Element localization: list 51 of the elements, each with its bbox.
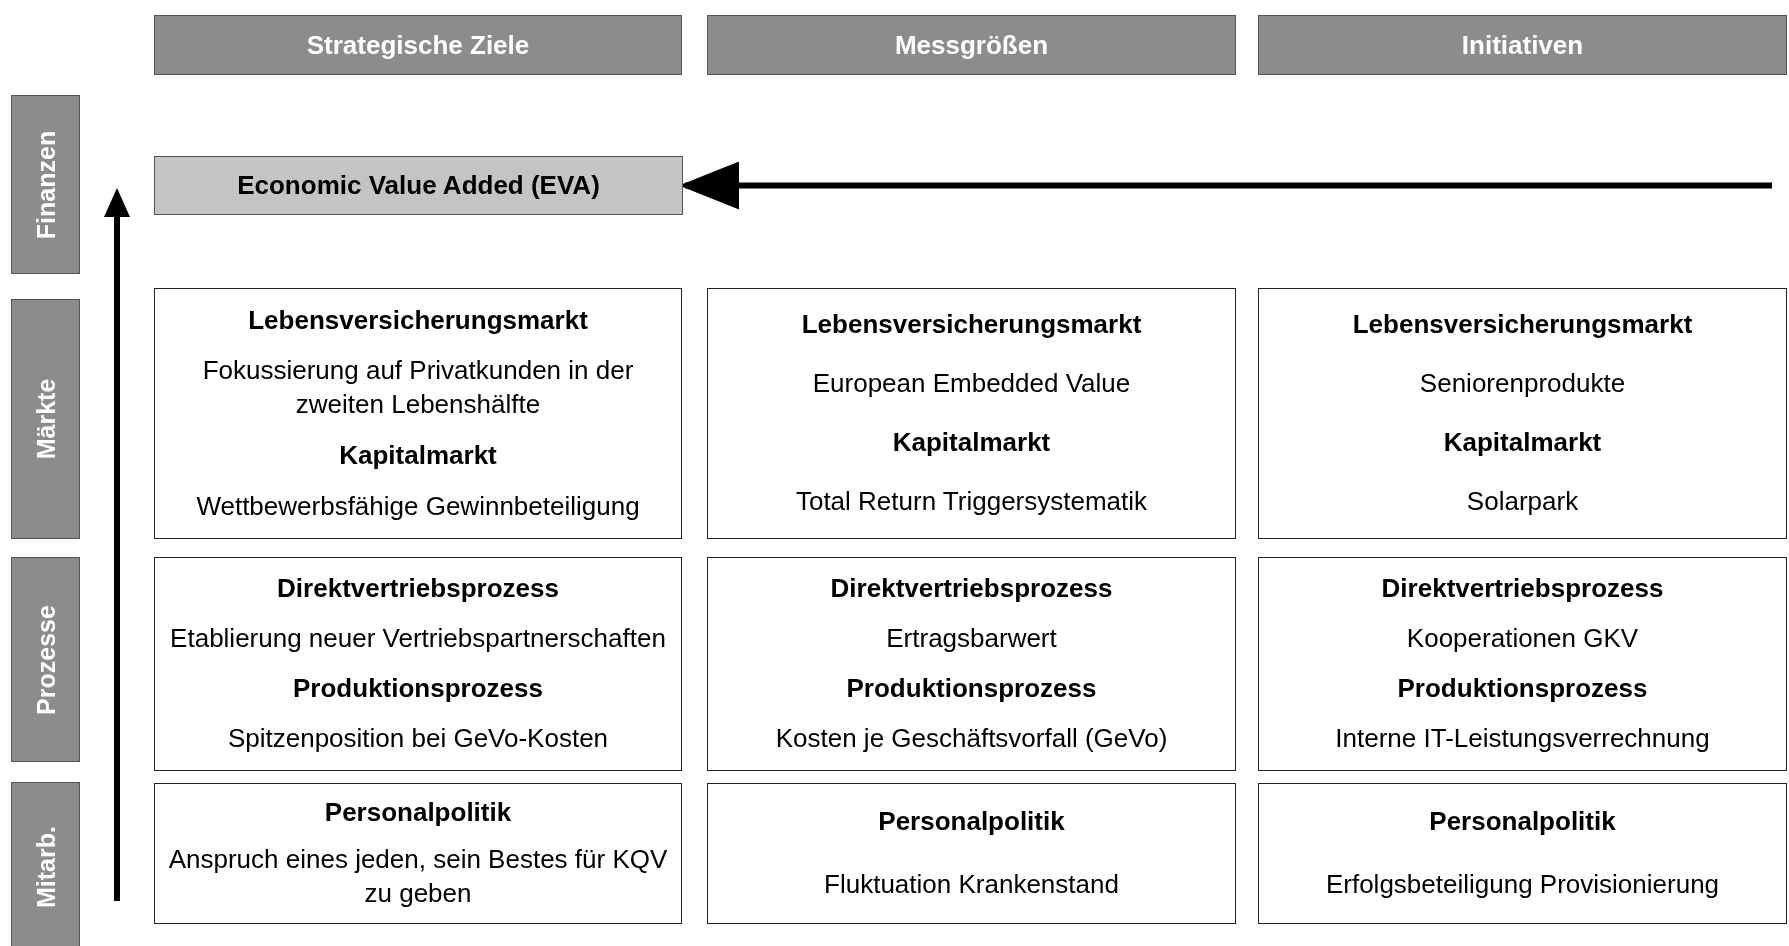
- cell-text: Interne IT-Leistungsverrechnung: [1335, 722, 1710, 756]
- cell-text: Ertragsbarwert: [886, 622, 1057, 656]
- cell-text: Spitzenposition bei GeVo-Kosten: [227, 722, 609, 756]
- category-heading: Direktvertriebsprozess: [830, 572, 1113, 606]
- category-heading: Lebensversicherungsmarkt: [1352, 307, 1693, 341]
- row-label-bar: [11, 782, 80, 946]
- scorecard-cell: [154, 783, 682, 924]
- category-heading: Lebensversicherungsmarkt: [248, 303, 588, 337]
- category-heading: Produktionsprozess: [1397, 672, 1648, 706]
- scorecard-cell: [707, 288, 1236, 539]
- category-heading: Personalpolitik: [324, 796, 512, 830]
- row-label: Märkte: [31, 378, 60, 460]
- row-label-bar: [11, 299, 80, 539]
- cell-text: European Embedded Value: [812, 366, 1131, 400]
- category-heading: Produktionsprozess: [846, 672, 1097, 706]
- row-label: Prozesse: [31, 604, 60, 715]
- cell-text: Etablierung neuer Vertriebspartnerschaften: [170, 622, 666, 656]
- category-heading: Produktionsprozess: [293, 672, 543, 706]
- category-heading: Kapitalmarkt: [339, 438, 497, 472]
- column-header: Initiativen: [1258, 15, 1787, 75]
- cell-text: Erfolgsbeteiligung Provisionierung: [1325, 868, 1720, 902]
- cell-text: Seniorenprodukte: [1419, 366, 1626, 400]
- cell-text: Fokussierung auf Privatkunden in der zweiten Lebenshälfte: [201, 354, 635, 422]
- cell-text: Kooperationen GKV: [1406, 622, 1639, 656]
- scorecard-cell: [154, 557, 682, 771]
- cell-text: Kosten je Geschäftsvorfall (GeVo): [775, 722, 1168, 756]
- scorecard-cell: [707, 557, 1236, 771]
- scorecard-cell: [707, 783, 1236, 924]
- scorecard-cell: [1258, 557, 1787, 771]
- category-heading: Lebensversicherungsmarkt: [801, 307, 1142, 341]
- category-heading: Kapitalmarkt: [892, 426, 1051, 460]
- cell-text: Anspruch eines jeden, sein Bestes für KQV zu geben: [167, 843, 669, 910]
- category-heading: Personalpolitik: [878, 804, 1065, 838]
- scorecard-cell: [154, 288, 682, 539]
- row-label: Finanzen: [31, 130, 60, 239]
- cell-text: Fluktuation Krankenstand: [824, 868, 1119, 902]
- row-label-bar: [11, 95, 80, 274]
- goal-box: Economic Value Added (EVA): [154, 156, 683, 215]
- column-header: Messgrößen: [707, 15, 1236, 75]
- row-label: Mitarb.: [31, 826, 60, 908]
- scorecard-cell: [1258, 783, 1787, 924]
- scorecard-cell: [1258, 288, 1787, 539]
- row-label-bar: [11, 557, 80, 762]
- cell-text: Wettbewerbsfähige Gewinnbeteiligung: [196, 489, 640, 523]
- column-header: Strategische Ziele: [154, 15, 682, 75]
- category-heading: Kapitalmarkt: [1443, 426, 1602, 460]
- category-heading: Direktvertriebsprozess: [1381, 572, 1664, 606]
- category-heading: Direktvertriebsprozess: [277, 572, 559, 606]
- cell-text: Total Return Triggersystematik: [795, 485, 1148, 519]
- cell-text: Solarpark: [1466, 485, 1579, 519]
- category-heading: Personalpolitik: [1429, 804, 1616, 838]
